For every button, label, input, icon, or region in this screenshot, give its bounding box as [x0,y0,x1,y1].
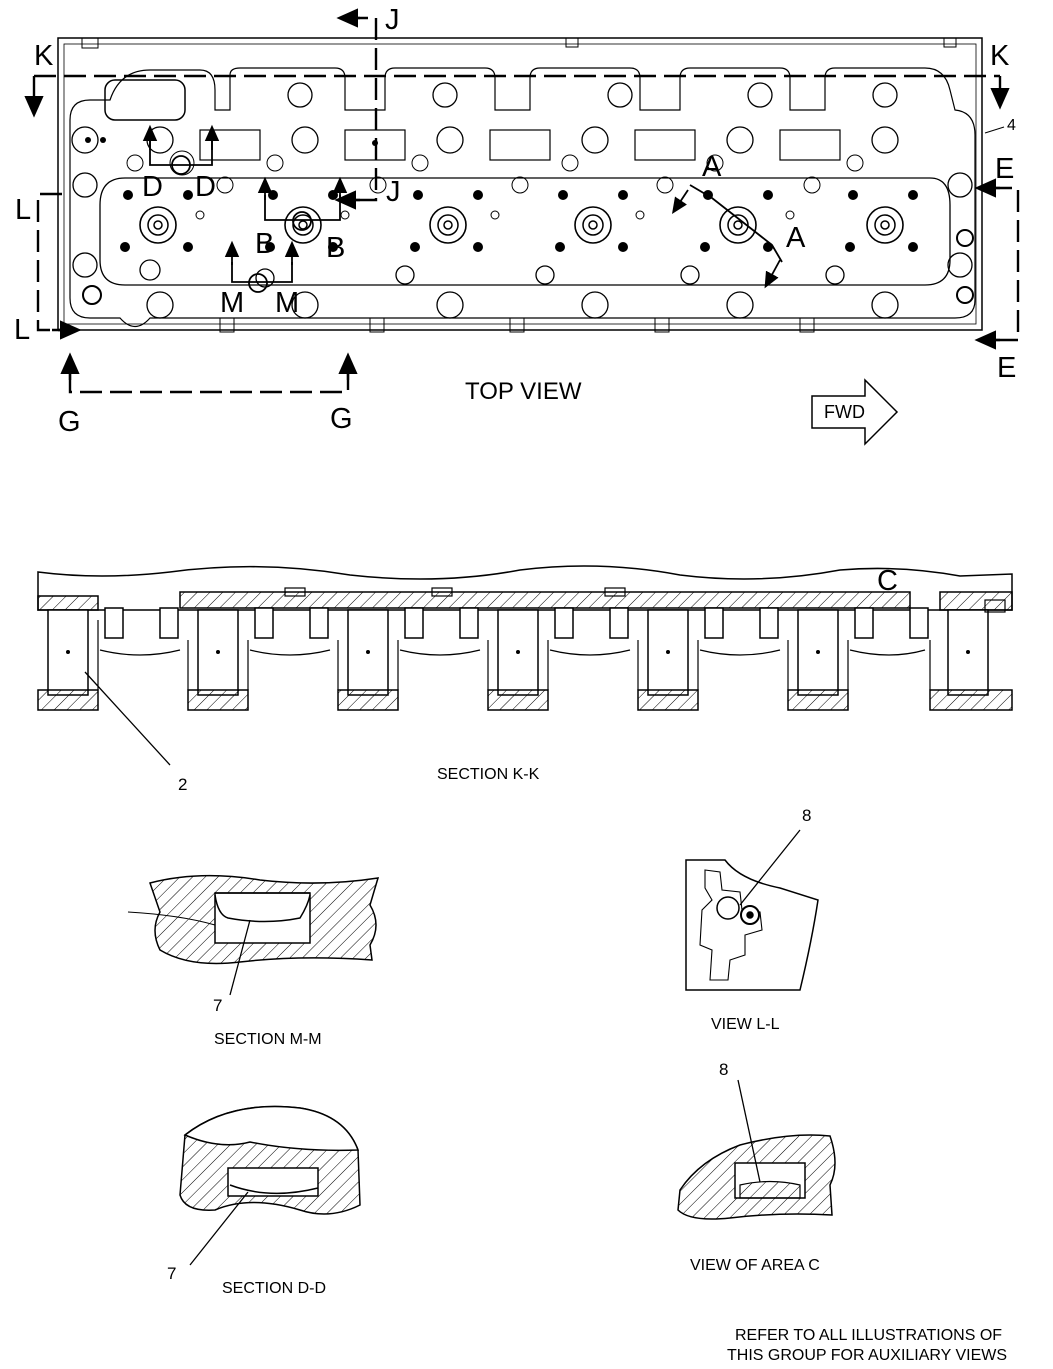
section-mm-drawing [127,874,380,996]
section-label-m-right: M [275,287,300,319]
callout-7-dd: 7 [167,1264,177,1283]
injector-seats [139,206,904,244]
footer-note-line1: REFER TO ALL ILLUSTRATIONS OF [735,1327,1003,1344]
section-dd-caption: SECTION D-D [222,1280,326,1297]
section-label-d-right: D [195,171,216,203]
callout-8-area-c: 8 [719,1060,729,1079]
section-cut-lines [24,8,1020,394]
section-label-k-left: K [34,40,54,72]
section-label-m-left: M [220,287,245,319]
fwd-label: FWD [824,402,865,422]
section-label-b-left: B [255,228,275,260]
section-mm-caption: SECTION M-M [214,1031,322,1048]
section-label-d-left: D [142,171,163,203]
callout-2: 2 [178,775,188,794]
section-label-l-top: L [15,194,32,226]
section-label-g-right: G [330,403,353,435]
view-ll-caption: VIEW L-L [711,1016,780,1033]
section-label-a-top: A [702,151,722,183]
area-c-label: C [877,565,898,597]
section-label-e-bottom: E [997,352,1017,384]
callout-8-ll: 8 [802,806,812,825]
detail-cut-marks [142,124,1005,293]
fwd-arrow-icon [811,378,899,446]
section-label-k-right: K [990,40,1010,72]
section-dd-drawing [179,1105,361,1266]
footer-note-line2: THIS GROUP FOR AUXILIARY VIEWS [727,1347,1008,1364]
section-label-j-top: J [385,4,400,36]
section-label-b-right: B [326,232,346,264]
section-label-l-bottom: L [14,314,31,346]
view-area-c-drawing [677,1079,836,1220]
view-area-c-caption: VIEW OF AREA C [690,1257,820,1274]
section-kk-caption: SECTION K-K [437,766,540,783]
callout-4: 4 [1007,117,1016,134]
section-label-e-top: E [995,153,1015,185]
section-label-j-mid: J [386,176,401,208]
view-ll-drawing [685,829,819,991]
section-label-a-right: A [786,222,806,254]
top-view-caption: TOP VIEW [465,378,582,405]
section-kk-drawing [37,565,1013,766]
section-label-g-left: G [58,406,81,438]
callout-7-mm: 7 [213,996,223,1015]
